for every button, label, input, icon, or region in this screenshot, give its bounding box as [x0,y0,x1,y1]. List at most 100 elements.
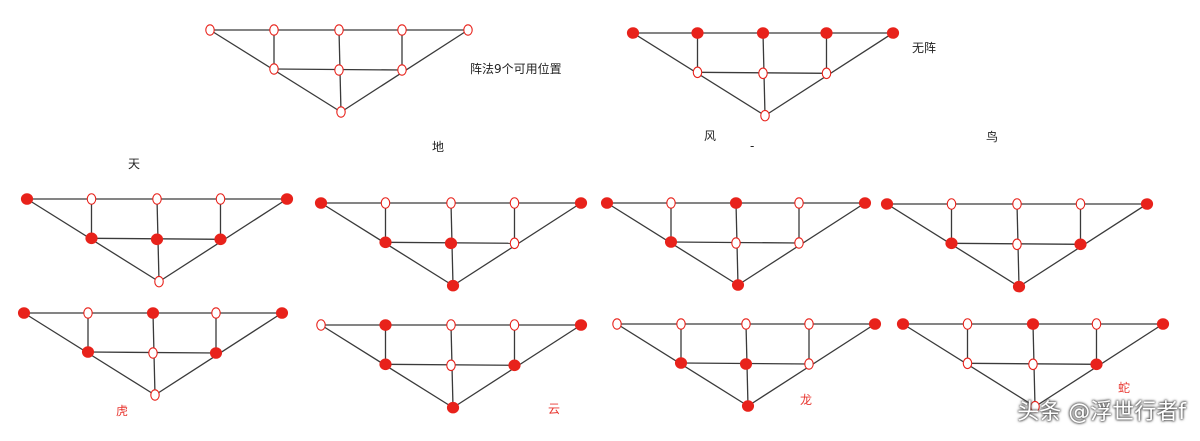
empty-slot [1030,400,1040,413]
occupied-slot [379,319,392,331]
occupied-slot [146,307,160,319]
empty-slot [334,64,344,76]
formation-hu: 虎 [17,307,289,418]
empty-slot [509,319,520,331]
empty-slot [1091,318,1102,330]
empty-slot [804,318,814,330]
occupied-slot [820,27,833,39]
occupied-slot [314,197,328,209]
occupied-slot [674,357,688,369]
empty-slot [334,24,344,36]
occupied-slot [896,318,910,330]
occupied-slot [214,233,227,246]
occupied-slot [600,197,614,209]
occupied-slot [886,27,900,39]
formation-label: 鸟 [986,129,998,144]
empty-slot [211,307,221,319]
formation-label: 风 [704,129,716,143]
formation-label: 云 [548,402,560,416]
empty-slot [152,193,162,205]
empty-slot [269,63,279,75]
empty-slot [760,109,770,122]
formation-label: 龙 [800,393,812,407]
empty-slot [804,358,814,370]
formation-di: 地 [314,140,588,292]
empty-slot [692,66,703,79]
empty-slot [1075,198,1086,210]
occupied-slot [280,193,294,205]
occupied-slot [1074,238,1087,251]
formation-label: 蛇 [1118,380,1130,395]
empty-slot [794,237,804,249]
formation-none: 无阵 [626,27,936,122]
watermark: 头条 @浮世行者f [1017,400,1186,425]
occupied-slot [1012,280,1026,293]
empty-slot [463,24,473,36]
formation-label: 天 [128,157,140,171]
occupied-slot [664,236,678,248]
empty-slot [741,318,751,330]
occupied-slot [81,346,95,358]
empty-slot [1012,198,1022,210]
formation-feng: 风 [600,129,872,291]
occupied-slot [379,358,392,371]
occupied-slot [1090,358,1103,371]
empty-slot [380,197,391,209]
empty-slot [821,67,832,80]
occupied-slot [85,232,98,245]
empty-slot [1012,238,1022,251]
occupied-slot [20,193,34,205]
formation-she: 蛇 [896,318,1170,413]
occupied-slot [868,318,882,330]
empty-slot [150,389,160,401]
occupied-slot [446,401,460,414]
empty-slot [205,24,215,36]
occupied-slot [574,197,588,209]
empty-slot [397,24,407,36]
empty-slot [666,197,676,209]
occupied-slot [945,237,958,250]
formation-tian: 天 [20,157,294,288]
empty-slot [946,198,957,210]
occupied-slot [379,236,392,249]
stray-mark: - [750,139,754,153]
occupied-slot [209,347,223,359]
empty-slot [758,67,768,80]
occupied-slot [574,319,588,331]
empty-slot [731,237,741,249]
empty-slot [316,319,326,331]
occupied-slot [729,197,743,209]
formation-label: 阵法9个可用位置 [470,61,562,76]
empty-slot [962,318,973,330]
empty-slot [446,319,456,331]
occupied-slot [275,307,289,319]
occupied-slot [1026,318,1040,330]
empty-slot [446,359,456,372]
empty-slot [794,197,804,209]
formation-long: 龙 [612,318,882,412]
empty-slot [154,275,164,288]
empty-slot [676,318,686,330]
occupied-slot [739,358,753,370]
occupied-slot [626,27,640,39]
formation-label: 地 [432,140,444,154]
empty-slot [446,197,456,209]
occupied-slot [446,279,460,292]
empty-slot [962,357,973,370]
occupied-slot [17,307,31,319]
occupied-slot [756,27,770,39]
occupied-slot [508,359,521,372]
empty-slot [215,193,226,205]
empty-slot [83,307,93,319]
occupied-slot [731,279,745,291]
empty-slot [336,106,346,118]
empty-slot [86,193,97,205]
occupied-slot [880,198,894,210]
empty-slot [509,237,520,250]
empty-slot [509,197,520,209]
occupied-slot [858,197,872,209]
occupied-slot [1156,318,1170,330]
formation-positions: 阵法9个可用位置 [205,24,562,118]
